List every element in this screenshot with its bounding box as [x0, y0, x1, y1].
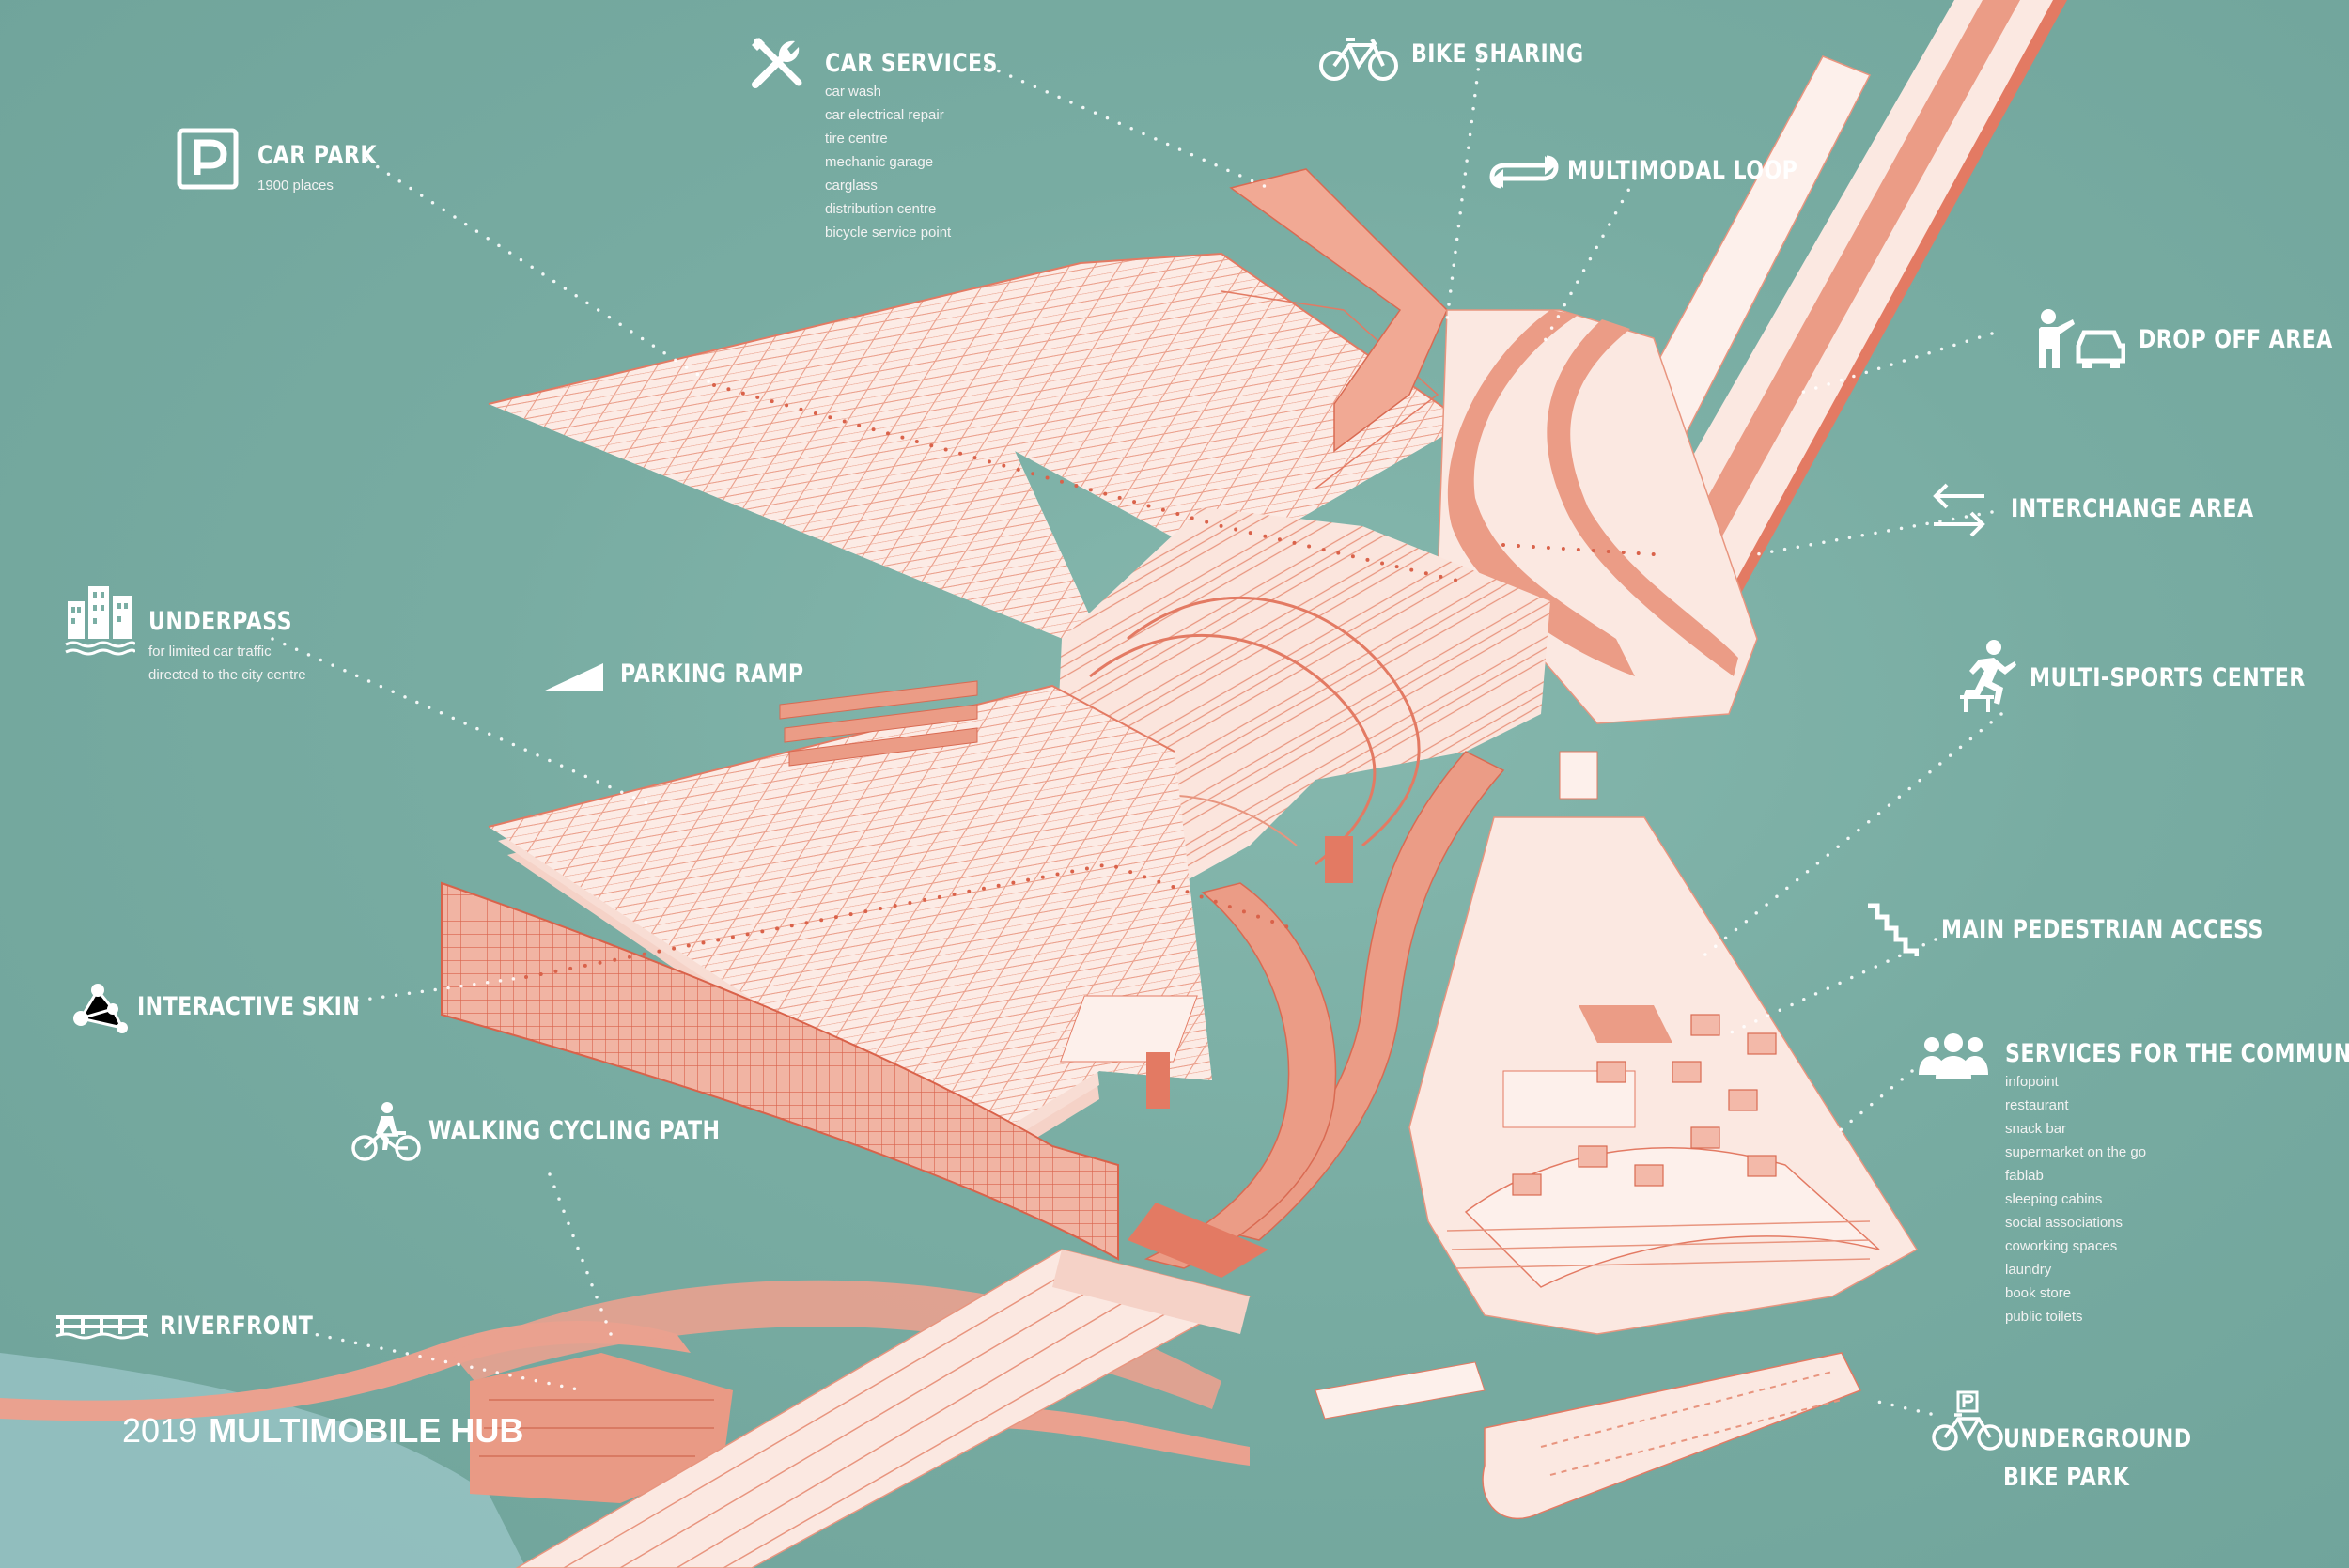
underpass-line-1: for limited car traffic — [148, 644, 272, 660]
list-item: sleeping cabins — [2005, 1191, 2103, 1207]
red-dotted-routes — [524, 383, 1656, 979]
list-item: supermarket on the go — [2005, 1144, 2147, 1160]
poster-brand: 2019 MULTIMOBILE HUB — [122, 1411, 523, 1451]
brand-name: MULTIMOBILE HUB — [209, 1411, 524, 1450]
label-underpass: UNDERPASS for limited car traffic direct… — [148, 607, 324, 687]
loop-arrows-icon — [1489, 155, 1559, 189]
list-item: tire centre — [825, 131, 888, 147]
list-item: car wash — [825, 84, 882, 100]
walking-cycling-title: WALKING CYCLING PATH — [428, 1116, 721, 1145]
bike-parking-icon — [1932, 1390, 2003, 1451]
tools-icon — [752, 38, 802, 88]
people-group-icon — [1919, 1033, 1988, 1079]
list-item: restaurant — [2005, 1097, 2069, 1113]
list-item: public toilets — [2005, 1309, 2083, 1325]
multi-sports-title: MULTI-SPORTS CENTER — [2030, 663, 2306, 692]
river — [0, 1353, 526, 1568]
interactive-skin-facade — [441, 881, 1119, 1261]
stairs-icon — [1868, 903, 1919, 956]
label-car-services: CAR SERVICES car wash car electrical rep… — [825, 49, 1035, 244]
parking-ramp-bars — [779, 680, 978, 767]
underpass-line-2: directed to the city centre — [148, 667, 306, 683]
bridge-icon — [55, 1315, 148, 1340]
bike-park-title-2: BIKE PARK — [2003, 1463, 2130, 1492]
car-services-block — [1229, 168, 1448, 453]
list-item: book store — [2005, 1285, 2072, 1301]
car-services-list: car wash car electrical repair tire cent… — [825, 80, 1035, 244]
list-item: distribution centre — [825, 201, 937, 217]
underpass-title: UNDERPASS — [148, 607, 292, 636]
list-item: snack bar — [2005, 1121, 2067, 1137]
network-nodes-icon — [73, 984, 128, 1033]
list-item: infopoint — [2005, 1074, 2059, 1090]
bike-sharing-title: BIKE SHARING — [1411, 39, 1584, 69]
leader-lines — [271, 54, 2003, 1416]
list-item: mechanic garage — [825, 154, 934, 170]
drop-off-title: DROP OFF AREA — [2139, 325, 2333, 354]
highway-upper — [1520, 0, 2067, 615]
list-item: social associations — [2005, 1215, 2123, 1231]
brand-year: 2019 — [122, 1411, 198, 1450]
pedestrian-access-title: MAIN PEDESTRIAN ACCESS — [1941, 915, 2263, 944]
community-services-list: infopoint restaurant snack bar supermark… — [2005, 1070, 2349, 1328]
buildings-water-icon — [65, 586, 135, 656]
bike-park-title-1: UNDERGROUND — [2003, 1424, 2192, 1453]
list-item: bicycle service point — [825, 225, 952, 241]
community-platform — [1060, 816, 1919, 1335]
parking-ramp-title: PARKING RAMP — [620, 660, 804, 689]
car-services-title: CAR SERVICES — [825, 49, 998, 78]
cyclist-icon — [351, 1102, 421, 1161]
interchange-title: INTERCHANGE AREA — [2011, 494, 2254, 523]
descending-ramps — [1128, 751, 1505, 1278]
list-item: coworking spaces — [2005, 1238, 2118, 1254]
swap-arrows-icon — [1933, 483, 1985, 537]
car-park-title: CAR PARK — [257, 141, 377, 170]
community-title: SERVICES FOR THE COMMUNITY — [2005, 1039, 2349, 1068]
label-community: SERVICES FOR THE COMMUNITY infopoint res… — [2005, 1039, 2349, 1328]
bicycle-icon — [1319, 38, 1398, 81]
list-item: carglass — [825, 178, 878, 194]
person-car-icon — [2039, 309, 2125, 368]
underground-bike-park — [1315, 1352, 1862, 1519]
hurdle-runner-icon — [1960, 640, 2016, 712]
riverfront-title: RIVERFRONT — [160, 1312, 314, 1341]
highway-lower — [515, 1249, 1252, 1568]
car-park-capacity: 1900 places — [257, 178, 334, 194]
label-bike-park: UNDERGROUND BIKE PARK — [2003, 1424, 2233, 1492]
list-item: car electrical repair — [825, 107, 944, 123]
parking-icon — [177, 128, 239, 190]
car-park-lower — [488, 684, 1212, 1174]
list-item: laundry — [2005, 1262, 2052, 1278]
ramp-icon — [543, 663, 603, 691]
interactive-skin-title: INTERACTIVE SKIN — [137, 992, 361, 1021]
label-car-park: CAR PARK 1900 places — [257, 141, 403, 197]
list-item: fablab — [2005, 1168, 2044, 1184]
multimodal-loop-title: MULTIMODAL LOOP — [1567, 156, 1798, 185]
